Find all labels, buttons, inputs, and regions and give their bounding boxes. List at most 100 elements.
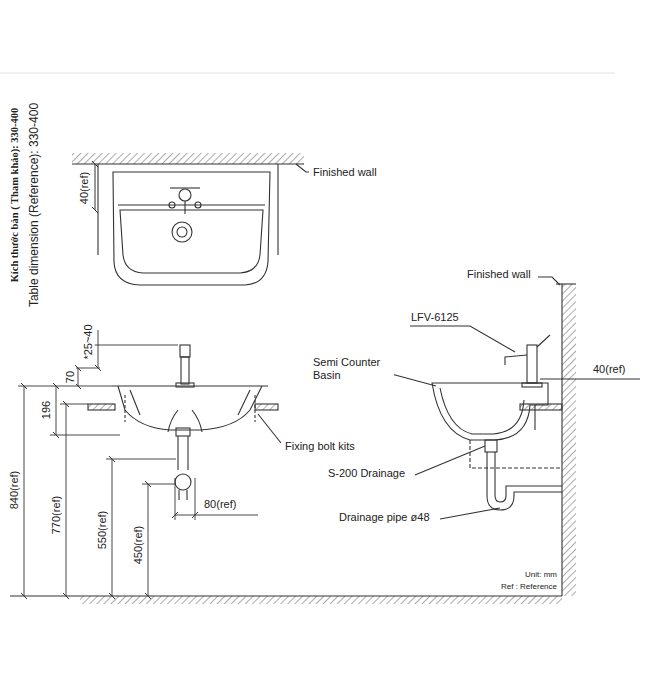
dimension-value: 550(ref) (96, 510, 109, 551)
dimension-lines (175, 515, 258, 516)
side-view (486, 452, 487, 488)
side-view (522, 383, 542, 387)
dimension-line (95, 164, 96, 210)
part-label: Fixing bolt kits (284, 440, 356, 453)
side-view (527, 345, 537, 383)
wall-label: Finished wall (466, 268, 532, 281)
part-label: S-200 Drainage (327, 467, 406, 480)
front-view (124, 395, 125, 422)
top-view (179, 189, 191, 201)
front-view (258, 414, 281, 443)
front-view (186, 490, 187, 500)
top-view (169, 202, 175, 208)
wall-label: Finished wall (312, 166, 378, 179)
front-view (187, 436, 188, 470)
side-view (440, 508, 500, 519)
front-view (177, 436, 178, 470)
top-view (177, 227, 187, 237)
dimension-lines (18, 330, 258, 596)
dimension-lines (76, 368, 100, 369)
front-view (130, 390, 140, 415)
floor (80, 596, 562, 604)
side-view (470, 440, 562, 468)
dimension-value: *25~40 (82, 323, 95, 360)
floor (10, 595, 562, 596)
dimension-lines (78, 368, 79, 386)
dimension-value: 40(ref) (592, 363, 626, 376)
note-text: Unit: mm (524, 570, 558, 579)
front-view (238, 390, 250, 415)
note-text: Ref : Reference (500, 582, 558, 591)
front-view (88, 404, 115, 410)
top-view (172, 222, 192, 242)
front-view (255, 404, 278, 410)
side-view (487, 488, 562, 510)
dimension-lines (18, 386, 112, 387)
top-view (72, 153, 309, 285)
side-view (538, 277, 560, 285)
sheet-rule (0, 73, 615, 74)
front-view (180, 345, 190, 357)
dimension-lines (24, 386, 25, 596)
top-view (120, 210, 263, 273)
side-view (537, 335, 550, 347)
side-view (495, 486, 562, 502)
front-view (181, 357, 189, 384)
dimension-lines (142, 484, 176, 485)
side-view (432, 383, 548, 440)
front-view (192, 410, 202, 432)
dimension-lines (50, 435, 120, 436)
side-view (561, 284, 562, 596)
note-text: Kích thước bàn ( Tham khảo): 330-400 (9, 107, 21, 284)
top-view (296, 164, 309, 172)
front-view (254, 395, 255, 422)
dimension-lines (106, 459, 176, 460)
side-view (562, 284, 576, 596)
front-view (112, 385, 268, 386)
side-view (505, 355, 527, 365)
floor (10, 596, 562, 604)
front-view (176, 428, 190, 436)
dimension-lines (148, 484, 149, 596)
front-view (118, 386, 262, 430)
side-view (410, 326, 515, 352)
side-view (534, 405, 535, 430)
top-view (97, 164, 98, 255)
side-view (540, 378, 640, 379)
dimension-value: 450(ref) (132, 525, 145, 566)
part-label: Semi Counter Basin (312, 356, 394, 381)
dimension-lines (56, 386, 57, 435)
side-view (415, 446, 485, 475)
dimension-lines (92, 345, 178, 346)
dimension-value: 70 (64, 370, 77, 384)
front-view (178, 490, 179, 500)
dimension-value: 40(ref) (78, 171, 91, 205)
dimension-lines (66, 404, 67, 596)
top-view (72, 153, 304, 164)
dimension-value: 196 (40, 400, 53, 420)
dimension-lines (195, 478, 196, 520)
side-view (485, 440, 497, 452)
top-view (118, 204, 265, 205)
dimension-lines (175, 478, 176, 520)
top-view (184, 201, 185, 214)
top-view (277, 164, 278, 255)
dimension-lines (112, 459, 113, 596)
front-view (175, 474, 191, 490)
dimension-value: 840(ref) (8, 470, 21, 511)
side-view (384, 277, 640, 596)
part-label: LFV-6125 (410, 311, 460, 324)
dimension-value: 80(ref) (203, 498, 237, 511)
note-text: Table dimension (Reference): 330-400 (28, 102, 42, 308)
dimension-value: 770(ref) (50, 495, 63, 536)
dimension-lines (60, 404, 88, 405)
dimension-lines (98, 330, 99, 368)
front-view (176, 383, 194, 387)
front-view (88, 345, 281, 500)
top-view (195, 202, 201, 208)
top-view (72, 163, 304, 164)
side-view (440, 388, 524, 434)
top-view (170, 187, 200, 188)
